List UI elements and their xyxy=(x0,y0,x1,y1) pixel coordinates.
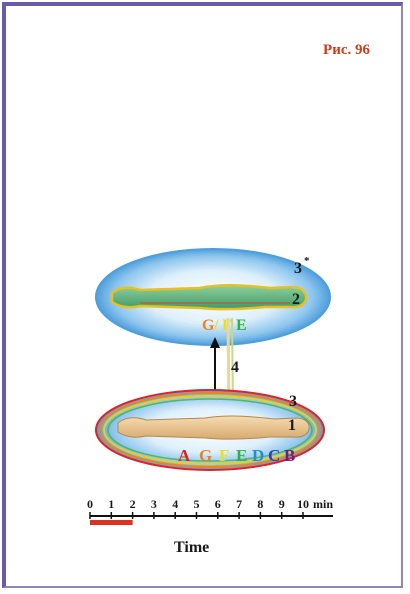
timeline-tick-label: 7 xyxy=(236,497,242,511)
upper-letter-slash: / xyxy=(213,317,219,334)
timeline-unit: min xyxy=(313,497,333,511)
timeline-tick-label: 8 xyxy=(257,497,263,511)
timeline-tick-label: 9 xyxy=(279,497,285,511)
timeline-tick-label: 2 xyxy=(130,497,136,511)
timeline: 0 1 2 3 4 5 6 7 8 9 10 min xyxy=(87,497,333,525)
upper-level-2: 2 xyxy=(292,291,300,308)
lower-level-3: 3 xyxy=(289,393,297,410)
timeline-label: Time xyxy=(174,539,209,556)
timeline-tick-label: 4 xyxy=(172,497,178,511)
timeline-tick-label: 0 xyxy=(87,497,93,511)
lower-letter-b: B xyxy=(284,446,295,465)
timeline-tick-label: 5 xyxy=(194,497,200,511)
connector-label: 4 xyxy=(231,359,239,376)
timeline-highlight xyxy=(90,520,133,525)
timeline-tick-label: 1 xyxy=(108,497,114,511)
lower-letter-c: C xyxy=(268,446,280,465)
lower-letter-a: A xyxy=(178,446,191,465)
lower-letter-g: G xyxy=(199,446,212,465)
upper-level-3: 3 xyxy=(294,260,302,277)
lower-level-1: 1 xyxy=(288,417,296,434)
timeline-tick-label: 6 xyxy=(215,497,221,511)
lower-figure xyxy=(118,416,309,439)
lower-letter-f: F xyxy=(219,446,229,465)
timeline-tick-label: 10 xyxy=(297,497,309,511)
lower-letter-d: D xyxy=(252,446,264,465)
upper-figure xyxy=(112,285,306,309)
timeline-tick-label: 3 xyxy=(151,497,157,511)
upper-letter-e: E xyxy=(236,317,247,334)
lower-letter-e: E xyxy=(236,446,247,465)
upper-asterisk: * xyxy=(304,255,310,267)
